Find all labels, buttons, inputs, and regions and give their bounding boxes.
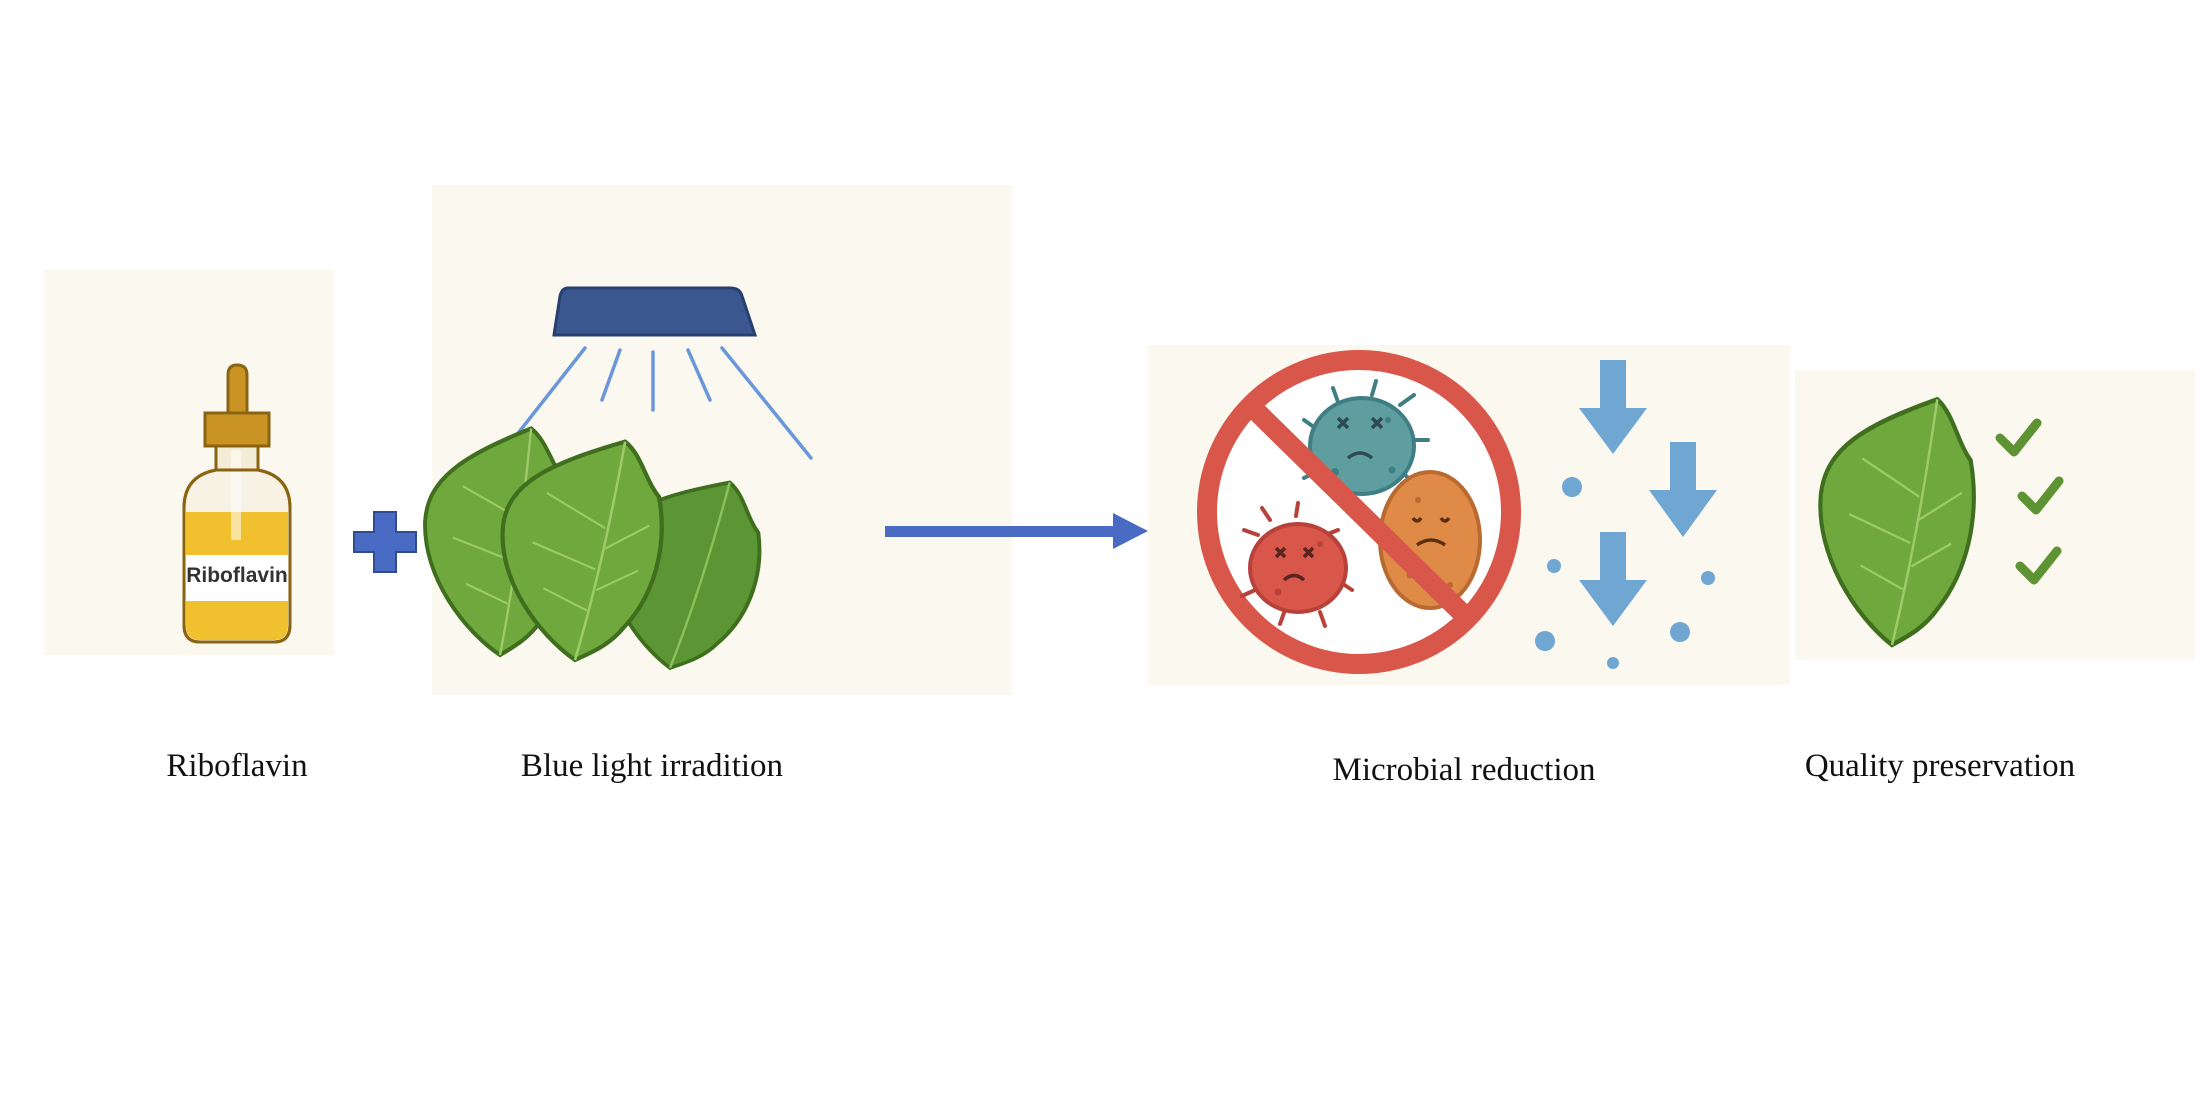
plus-icon xyxy=(353,511,417,573)
leaf-icon xyxy=(1818,397,1976,646)
label-quality-preservation: Quality preservation xyxy=(1804,748,2076,784)
process-arrow-icon xyxy=(885,513,1148,549)
label-microbial-reduction: Microbial reduction xyxy=(1332,752,1596,788)
lamp-icon xyxy=(552,286,758,337)
microbe-icon xyxy=(1302,379,1430,507)
checkmark-icon xyxy=(1995,418,2064,585)
particle-dots xyxy=(1535,477,1715,669)
label-riboflavin: Riboflavin xyxy=(166,748,308,784)
leaf-stack xyxy=(422,427,769,679)
prohibition-slash xyxy=(1245,400,1473,624)
leaf-icon xyxy=(596,468,769,679)
label-blue-light-irradiation: Blue light irradition xyxy=(520,748,784,784)
microbe-icon xyxy=(1240,501,1354,628)
dropper-bottle-icon: Riboflavin xyxy=(182,363,292,644)
leaf-icon xyxy=(498,438,665,663)
bottle-label: Riboflavin xyxy=(186,564,288,587)
down-arrow-icon xyxy=(1579,360,1717,626)
